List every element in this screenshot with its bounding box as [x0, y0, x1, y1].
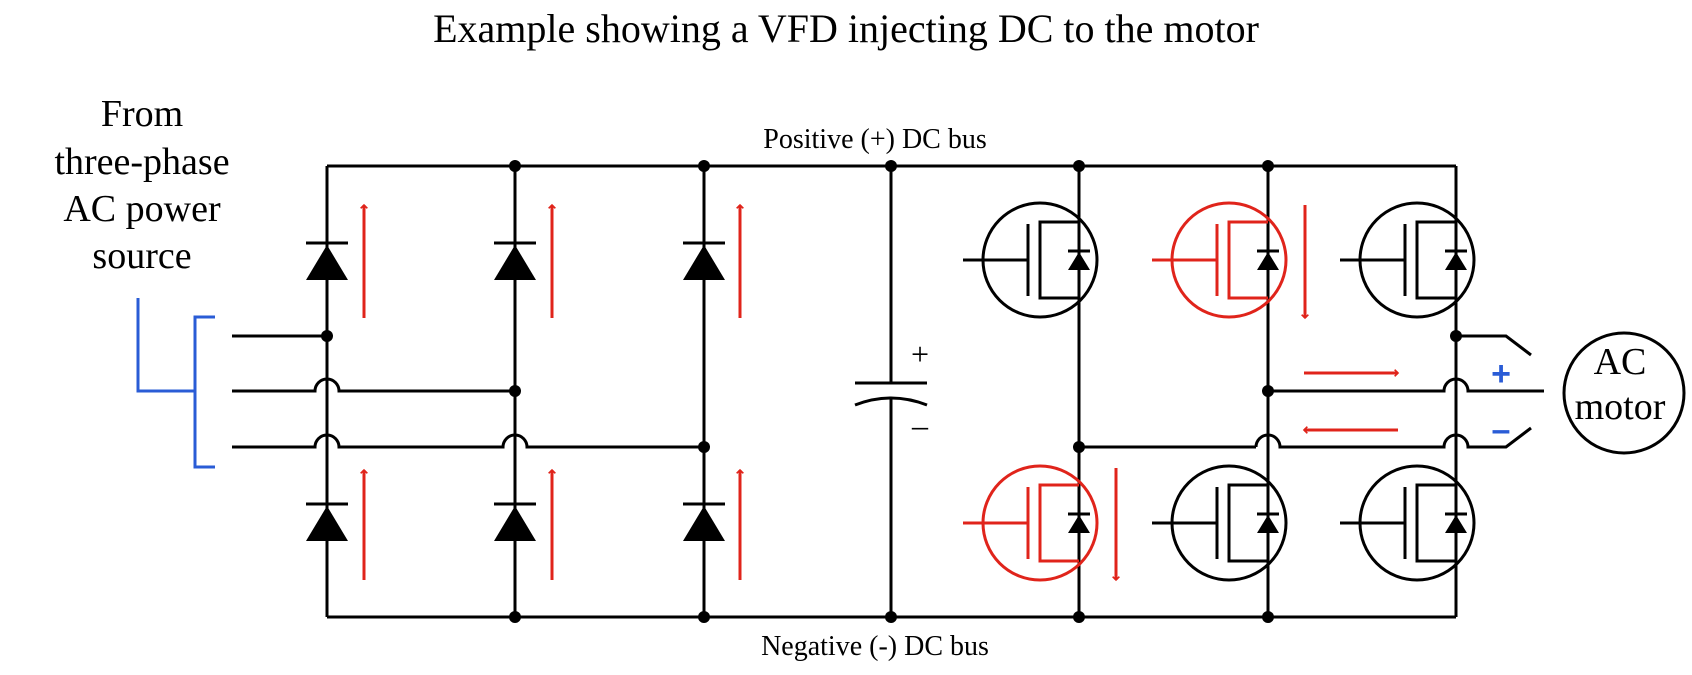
- rectifier-diode-2: [494, 241, 536, 280]
- rectifier-diode-3: [683, 241, 725, 280]
- inverter-current-arrows: [1112, 205, 1309, 582]
- dc-link-capacitor: [854, 166, 928, 617]
- motor-current-arrows: [1302, 369, 1400, 434]
- igbt-upper-right: [1340, 201, 1476, 319]
- source-bracket: [136, 298, 215, 469]
- svg-text:AC power: AC power: [63, 188, 221, 230]
- negative-bus-label: Negative (-) DC bus: [761, 631, 989, 662]
- capacitor-minus-sign: –: [911, 407, 929, 443]
- ac-motor-label: AC motor: [1575, 341, 1666, 428]
- motor-minus-terminal: –: [1492, 411, 1511, 449]
- motor-plus-terminal: +: [1491, 355, 1511, 393]
- svg-text:motor: motor: [1575, 386, 1666, 428]
- ac-input-lines: [232, 334, 704, 449]
- rectifier-diode-1: [306, 241, 348, 280]
- rectifier-diode-6: [683, 502, 725, 541]
- source-label: From three-phase AC power source: [54, 93, 229, 277]
- diagram-title: Example showing a VFD injecting DC to th…: [433, 6, 1259, 51]
- inverter-output-lines: [1079, 334, 1544, 449]
- svg-text:source: source: [92, 235, 191, 277]
- igbt-lower-right: [1340, 464, 1476, 582]
- svg-text:three-phase: three-phase: [54, 141, 229, 183]
- junction-dots: [321, 160, 1462, 623]
- rectifier-current-arrows: [360, 203, 744, 580]
- svg-text:From: From: [101, 93, 183, 135]
- igbt-upper-left: [963, 201, 1099, 319]
- positive-bus-label: Positive (+) DC bus: [763, 124, 986, 155]
- rectifier-diode-5: [494, 502, 536, 541]
- capacitor-plus-sign: +: [911, 336, 929, 372]
- igbt-lower-left-active: [963, 464, 1099, 582]
- rectifier-diode-4: [306, 502, 348, 541]
- igbt-lower-middle: [1152, 464, 1288, 582]
- svg-text:AC: AC: [1594, 341, 1647, 383]
- ac-motor: [1562, 331, 1686, 455]
- igbt-upper-middle-active: [1152, 201, 1288, 319]
